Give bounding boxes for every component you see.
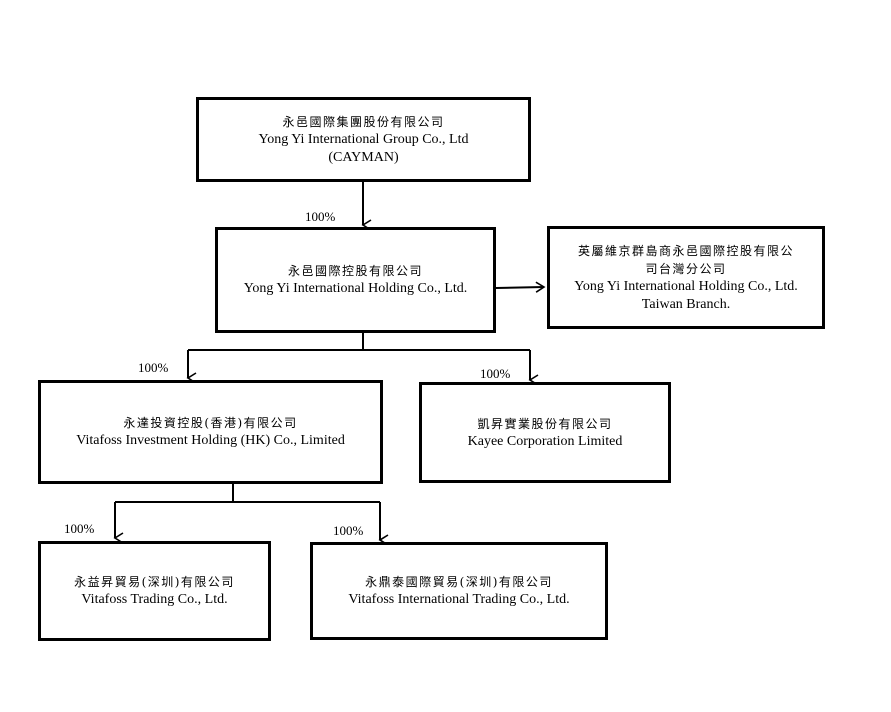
node-zh-name-line2: 司台灣分公司	[645, 261, 727, 276]
node-en-name: Kayee Corporation Limited	[467, 433, 623, 449]
node-en-name: Yong Yi International Holding Co., Ltd.	[243, 281, 468, 296]
node-zh-name: 永邑國際控股有限公司	[287, 264, 423, 278]
node-yong-yi-holding: 永邑國際控股有限公司 Yong Yi International Holding…	[215, 227, 496, 333]
node-en-name: Vitafoss International Trading Co., Ltd.	[348, 592, 570, 607]
ownership-label-hk-intl-trading: 100%	[333, 523, 364, 538]
node-en-name-line2: Taiwan Branch.	[641, 296, 731, 312]
node-zh-name: 凱昇實業股份有限公司	[477, 416, 613, 431]
node-yong-yi-group: 永邑國際集團股份有限公司 Yong Yi International Group…	[196, 97, 531, 182]
node-taiwan-branch: 英屬維京群島商永邑國際控股有限公 司台灣分公司 Yong Yi Internat…	[547, 226, 825, 329]
ownership-label-hk-trading: 100%	[64, 521, 95, 536]
ownership-label-group-holding: 100%	[305, 209, 336, 224]
node-vitafoss-hk: 永達投資控股(香港)有限公司 Vitafoss Investment Holdi…	[38, 380, 383, 484]
node-kayee: 凱昇實業股份有限公司 Kayee Corporation Limited	[419, 382, 671, 483]
node-zh-name: 永達投資控股(香港)有限公司	[123, 416, 298, 430]
node-en-jurisdiction: (CAYMAN)	[328, 149, 399, 165]
node-vitafoss-intl-trading: 永鼎泰國際貿易(深圳)有限公司 Vitafoss International T…	[310, 542, 608, 640]
node-en-name: Yong Yi International Group Co., Ltd	[258, 131, 469, 147]
node-en-name: Vitafoss Trading Co., Ltd.	[81, 592, 228, 607]
node-en-name-line1: Yong Yi International Holding Co., Ltd.	[574, 278, 798, 294]
arrow-holding-to-taiwan	[495, 281, 546, 293]
node-vitafoss-trading: 永益昇貿易(深圳)有限公司 Vitafoss Trading Co., Ltd.	[38, 541, 271, 641]
node-zh-name-line1: 英屬維京群島商永邑國際控股有限公	[577, 243, 794, 258]
node-en-name: Vitafoss Investment Holding (HK) Co., Li…	[76, 433, 345, 448]
node-zh-name: 永鼎泰國際貿易(深圳)有限公司	[365, 575, 553, 589]
ownership-label-holding-kayee: 100%	[480, 366, 511, 381]
ownership-label-holding-vitafoss-hk: 100%	[138, 360, 169, 375]
node-zh-name: 永邑國際集團股份有限公司	[282, 114, 445, 129]
node-zh-name: 永益昇貿易(深圳)有限公司	[74, 575, 235, 589]
